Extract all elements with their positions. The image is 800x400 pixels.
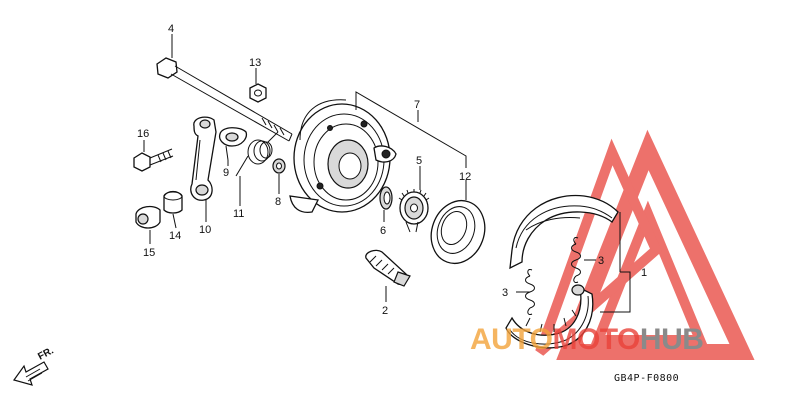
return-spring (235, 131, 279, 177)
callout-11: 11 (233, 208, 244, 220)
callout-1: 1 (641, 267, 647, 279)
callout-7: 7 (414, 99, 420, 111)
callout-5: 5 (416, 155, 422, 167)
callout-10: 10 (199, 224, 211, 236)
callout-labels: 1 2 3 3 4 5 6 7 8 9 10 11 12 13 14 15 16 (137, 23, 647, 317)
callout-2: 2 (382, 305, 388, 317)
speedometer-gear (398, 189, 430, 233)
rubber-boot (163, 190, 183, 214)
watermark-logo-mark (535, 129, 755, 360)
callout-14: 14 (169, 230, 181, 242)
watermark-wordmark: AUTOMOTOHUB (470, 323, 704, 356)
wear-indicator-plate (218, 127, 248, 161)
nut (249, 83, 267, 103)
watermark-word-hub: HUB (640, 323, 704, 356)
brake-panel (289, 99, 397, 214)
callout-13: 13 (249, 57, 261, 69)
dust-seal (430, 199, 486, 265)
callout-9: 9 (223, 167, 229, 179)
shoe-spring-right (571, 237, 581, 283)
drawing-code: GB4P-F0800 (614, 373, 679, 384)
front-direction-label: FR. (36, 345, 56, 362)
callout-3-left: 3 (502, 287, 508, 299)
watermark-word-moto: MOTO (552, 323, 640, 356)
brake-shoe-lower (505, 284, 594, 349)
brake-cam (365, 249, 411, 287)
callout-12: 12 (459, 171, 471, 183)
washer (272, 158, 286, 174)
callout-3-right: 3 (598, 255, 604, 267)
cap-nut (135, 205, 161, 229)
spacer-ring (379, 186, 393, 210)
callout-8: 8 (275, 196, 281, 208)
axle-bolt (156, 57, 293, 142)
svg-text:AUTOMOTOHUB: AUTOMOTOHUB (470, 323, 703, 356)
leader-lines (143, 34, 631, 313)
callout-4: 4 (168, 23, 174, 35)
watermark-word-auto: AUTO (470, 323, 553, 356)
brake-shoe-upper (509, 194, 619, 270)
front-direction-arrow: FR. (13, 345, 56, 386)
bolt (133, 148, 174, 172)
callout-15: 15 (143, 247, 155, 259)
brake-arm (190, 116, 217, 201)
callout-6: 6 (380, 225, 386, 237)
callout-16: 16 (137, 128, 149, 140)
